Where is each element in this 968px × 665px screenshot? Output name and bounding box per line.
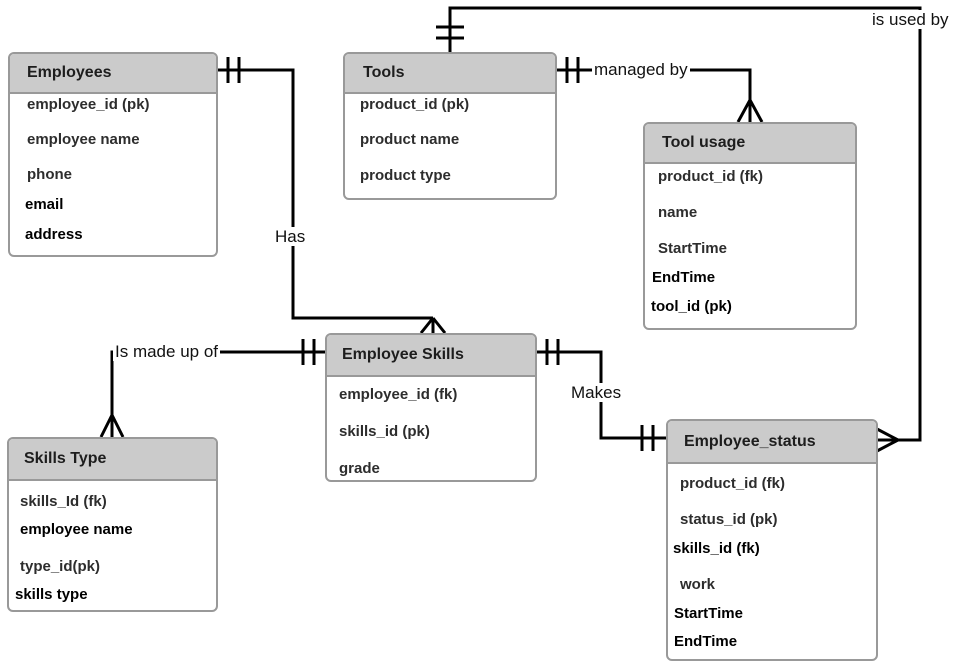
entity-tools[interactable]: Tools product_id (pk) product name produ…	[343, 52, 557, 200]
crows-foot-many-icon	[419, 317, 447, 334]
entity-title: Tools	[363, 64, 405, 81]
field-row: employee name	[20, 521, 133, 538]
entity-employee-skills[interactable]: Employee Skills employee_id (fk) skills_…	[325, 333, 537, 482]
field-row: phone	[27, 166, 72, 183]
entity-title: Employee_status	[684, 432, 816, 450]
entity-title: Tool usage	[662, 134, 746, 151]
field-row: email	[25, 196, 64, 213]
field-row: product_id (fk)	[658, 168, 763, 185]
field-row: employee name	[27, 131, 140, 148]
entity-header: Tools	[345, 54, 555, 94]
field-row: skills_Id (fk)	[20, 493, 107, 510]
field-row: employee_id (pk)	[27, 96, 150, 113]
relationship-label-has: Has	[273, 227, 308, 246]
one-one-tick-icon	[436, 25, 464, 40]
field-row: StartTime	[658, 240, 727, 257]
entity-header: Employee_status	[668, 421, 876, 464]
entity-title: Employees	[27, 64, 112, 81]
one-one-tick-icon	[226, 57, 241, 83]
field-row: grade	[339, 460, 380, 477]
relationship-label-is-used-by: is used by	[870, 10, 951, 29]
field-row: product_id (pk)	[360, 96, 470, 113]
field-row: type_id(pk)	[20, 558, 101, 575]
field-row: name	[658, 204, 698, 221]
entity-header: Employee Skills	[327, 335, 535, 377]
one-one-tick-icon	[301, 339, 316, 365]
field-row: status_id (pk)	[680, 511, 778, 528]
entity-header: Employees	[10, 54, 216, 94]
one-one-tick-icon	[640, 425, 655, 451]
entity-skills-type[interactable]: Skills Type skills_Id (fk) employee name…	[7, 437, 218, 612]
entity-title: Skills Type	[24, 450, 107, 467]
field-row: skills_id (pk)	[339, 423, 430, 440]
field-row: product type	[360, 167, 451, 184]
field-row: product_id (fk)	[680, 475, 785, 492]
relationship-label-makes: Makes	[569, 383, 624, 402]
field-row: work	[680, 576, 716, 593]
entity-tool-usage[interactable]: Tool usage product_id (fk) name StartTim…	[643, 122, 857, 330]
one-one-tick-icon	[545, 339, 560, 365]
field-row: StartTime	[674, 605, 743, 622]
crows-foot-many-icon	[736, 99, 764, 123]
field-row: employee_id (fk)	[339, 386, 458, 403]
entity-header: Skills Type	[9, 439, 216, 481]
field-row: address	[25, 226, 83, 243]
field-row: skills_id (fk)	[673, 540, 760, 557]
entity-header: Tool usage	[645, 124, 855, 164]
crows-foot-many-icon	[876, 427, 899, 453]
relationship-label-managed-by: managed by	[592, 60, 690, 79]
relationship-label-is-made-up-of: Is made up of	[113, 342, 221, 361]
field-row: skills type	[15, 586, 88, 603]
field-row: EndTime	[674, 633, 738, 650]
entity-employees[interactable]: Employees employee_id (pk) employee name…	[8, 52, 218, 257]
entity-title: Employee Skills	[342, 346, 464, 363]
crows-foot-many-icon	[99, 414, 125, 438]
field-row: product name	[360, 131, 460, 148]
one-one-tick-icon	[565, 57, 580, 83]
field-row: tool_id (pk)	[651, 298, 732, 315]
field-row: EndTime	[652, 269, 716, 286]
entity-employee-status[interactable]: Employee_status product_id (fk) status_i…	[666, 419, 878, 661]
